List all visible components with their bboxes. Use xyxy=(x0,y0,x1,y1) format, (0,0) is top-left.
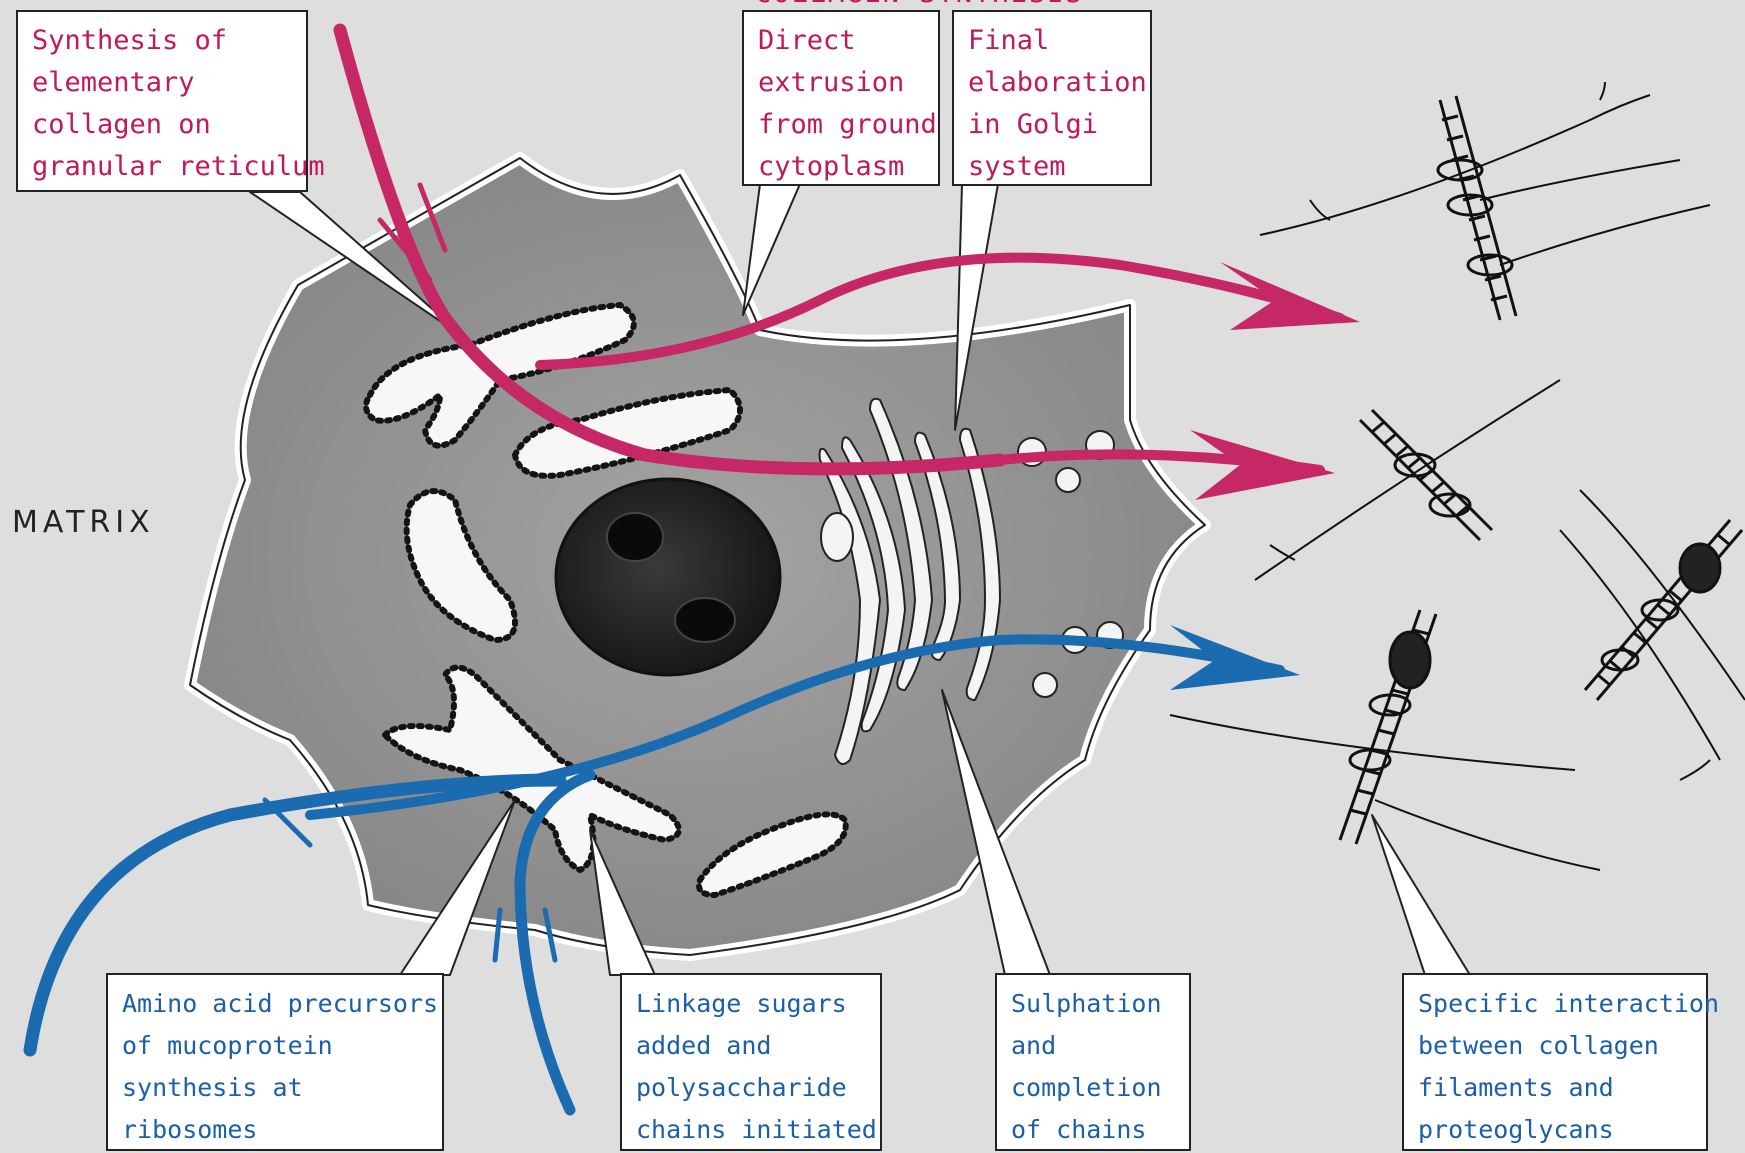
callout-direct-line-2: extrusion xyxy=(758,62,924,104)
callout-synthesis-line-3: collagen on xyxy=(32,104,292,146)
callout-amino-line-4: ribosomes xyxy=(122,1109,428,1151)
callout-linkage-line-3: polysaccharide xyxy=(636,1067,866,1109)
callout-synthesis-line-1: Synthesis of xyxy=(32,20,292,62)
top-cut-off-text: COLLAGEN SYNTHESIS xyxy=(755,0,1084,9)
callout-sulphation: Sulphation and completion of chains xyxy=(995,973,1191,1151)
callout-linkage-line-4: chains initiated xyxy=(636,1109,866,1151)
nucleus xyxy=(556,479,780,675)
callout-sulphation-line-2: and xyxy=(1011,1025,1175,1067)
callout-sulphation-line-1: Sulphation xyxy=(1011,983,1175,1025)
callout-final-line-3: in Golgi xyxy=(968,104,1136,146)
callout-final-line-1: Final xyxy=(968,20,1136,62)
callout-direct-extrusion: Direct extrusion from ground cytoplasm xyxy=(742,10,940,186)
nucleolus-1 xyxy=(607,513,663,561)
nucleolus-2 xyxy=(675,598,735,642)
callout-sulphation-line-3: completion xyxy=(1011,1067,1175,1109)
callout-final-line-2: elaboration xyxy=(968,62,1136,104)
callout-linkage-sugars: Linkage sugars added and polysaccharide … xyxy=(620,973,882,1151)
callout-synthesis: Synthesis of elementary collagen on gran… xyxy=(16,10,308,192)
callout-specific-interaction: Specific interaction between collagen fi… xyxy=(1402,973,1708,1151)
callout-linkage-line-2: added and xyxy=(636,1025,866,1067)
callout-specific-line-1: Specific interaction xyxy=(1418,983,1692,1025)
callout-synthesis-line-2: elementary xyxy=(32,62,292,104)
callout-specific-line-2: between collagen xyxy=(1418,1025,1692,1067)
callout-amino-line-1: Amino acid precursors xyxy=(122,983,428,1025)
callout-direct-line-3: from ground xyxy=(758,104,924,146)
callout-direct-line-1: Direct xyxy=(758,20,924,62)
callout-amino-line-3: synthesis at xyxy=(122,1067,428,1109)
callout-final-elaboration: Final elaboration in Golgi system xyxy=(952,10,1152,186)
golgi-vesicle-1 xyxy=(821,513,853,561)
callout-linkage-line-1: Linkage sugars xyxy=(636,983,866,1025)
callout-specific-line-4: proteoglycans xyxy=(1418,1109,1692,1151)
callout-direct-line-4: cytoplasm xyxy=(758,146,924,188)
callout-specific-line-3: filaments and xyxy=(1418,1067,1692,1109)
callout-amino-line-2: of mucoprotein xyxy=(122,1025,428,1067)
golgi-vesicle-7 xyxy=(1033,673,1057,697)
callout-amino-acid: Amino acid precursors of mucoprotein syn… xyxy=(106,973,444,1151)
matrix-label: MATRIX xyxy=(12,505,155,540)
callout-synthesis-line-4: granular reticulum xyxy=(32,146,292,188)
golgi-vesicle-3 xyxy=(1056,468,1080,492)
callout-final-line-4: system xyxy=(968,146,1136,188)
callout-sulphation-line-4: of chains xyxy=(1011,1109,1175,1151)
